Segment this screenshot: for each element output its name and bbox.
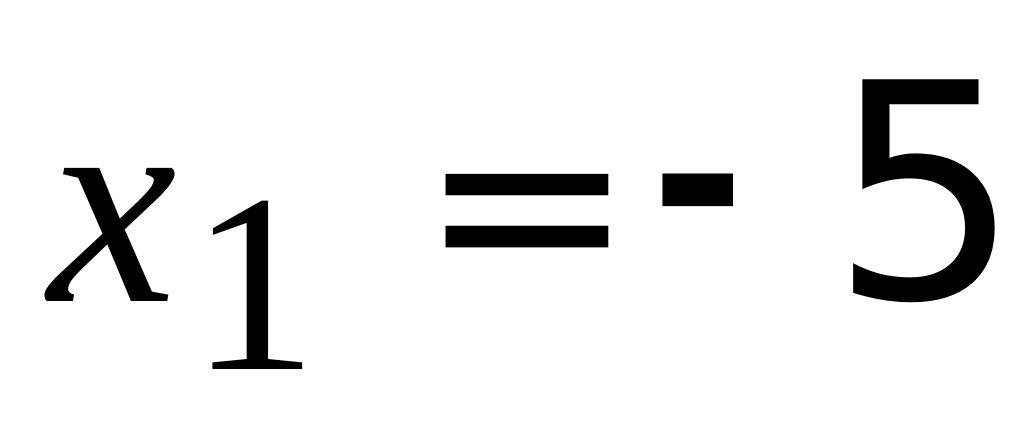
value-5: 5 [830, 20, 1021, 369]
minus-sign: - [650, 44, 746, 311]
variable-x: x [48, 43, 177, 364]
equals-sign: = [418, 52, 636, 354]
subscript-1: 1 [190, 143, 318, 425]
